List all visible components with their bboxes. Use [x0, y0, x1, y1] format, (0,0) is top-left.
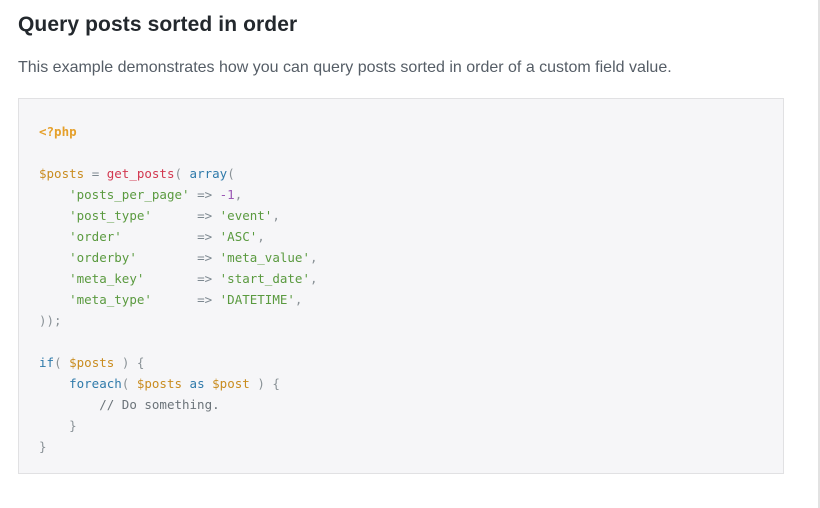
code-block[interactable]: <?php $posts = get_posts( array( 'posts_p…	[18, 98, 784, 474]
arg-value: 'start_date'	[219, 271, 310, 286]
scroll-edge-divider	[818, 0, 820, 508]
code-line-arg: 'post_type' => 'event',	[69, 208, 280, 223]
code-line-blank	[39, 142, 318, 163]
arg-value: 'ASC'	[219, 229, 258, 244]
code-comment: // Do something.	[99, 397, 220, 412]
posts-variable: $posts	[39, 166, 85, 181]
section-description: This example demonstrates how you can qu…	[18, 59, 672, 76]
code-line-foreach: foreach( $posts as $post ) {	[69, 376, 280, 391]
code-line-close-foreach: }	[69, 418, 77, 433]
if-keyword: if	[39, 355, 55, 370]
section-title: Query posts sorted in order	[18, 13, 298, 36]
arg-value: 'meta_value'	[219, 250, 310, 265]
post-variable: $post	[212, 376, 250, 391]
php-open-tag: <?php	[39, 124, 77, 139]
code-line-close-array: ));	[39, 313, 62, 328]
arg-key: 'orderby'	[69, 250, 137, 265]
array-keyword: array	[189, 166, 228, 181]
arg-value: -1	[219, 187, 235, 202]
code-line-arg: 'meta_type' => 'DATETIME',	[69, 292, 303, 307]
arg-key: 'posts_per_page'	[69, 187, 190, 202]
as-keyword: as	[189, 376, 205, 391]
code-line-open-tag: <?php	[39, 121, 318, 142]
code-line-arg: 'order' => 'ASC',	[69, 229, 265, 244]
code-line-arg: 'posts_per_page' => -1,	[69, 187, 243, 202]
foreach-keyword: foreach	[69, 376, 122, 391]
code-line-arg: 'orderby' => 'meta_value',	[69, 250, 318, 265]
get-posts-function: get_posts	[106, 166, 175, 181]
code-line-comment: // Do something.	[39, 394, 318, 415]
arg-key: 'meta_type'	[69, 292, 152, 307]
code-line-close-if: }	[39, 439, 47, 454]
arg-value: 'event'	[219, 208, 273, 223]
code-line-if: if( $posts ) {	[39, 355, 145, 370]
arg-key: 'order'	[69, 229, 122, 244]
code-line-blank	[39, 331, 318, 352]
arg-value: 'DATETIME'	[219, 292, 295, 307]
code-line-arg: 'meta_key' => 'start_date',	[69, 271, 318, 286]
code-line-assign: $posts = get_posts( array(	[39, 166, 235, 181]
arg-key: 'meta_key'	[69, 271, 145, 286]
arg-key: 'post_type'	[69, 208, 152, 223]
code-content[interactable]: <?php $posts = get_posts( array( 'posts_p…	[39, 121, 318, 457]
